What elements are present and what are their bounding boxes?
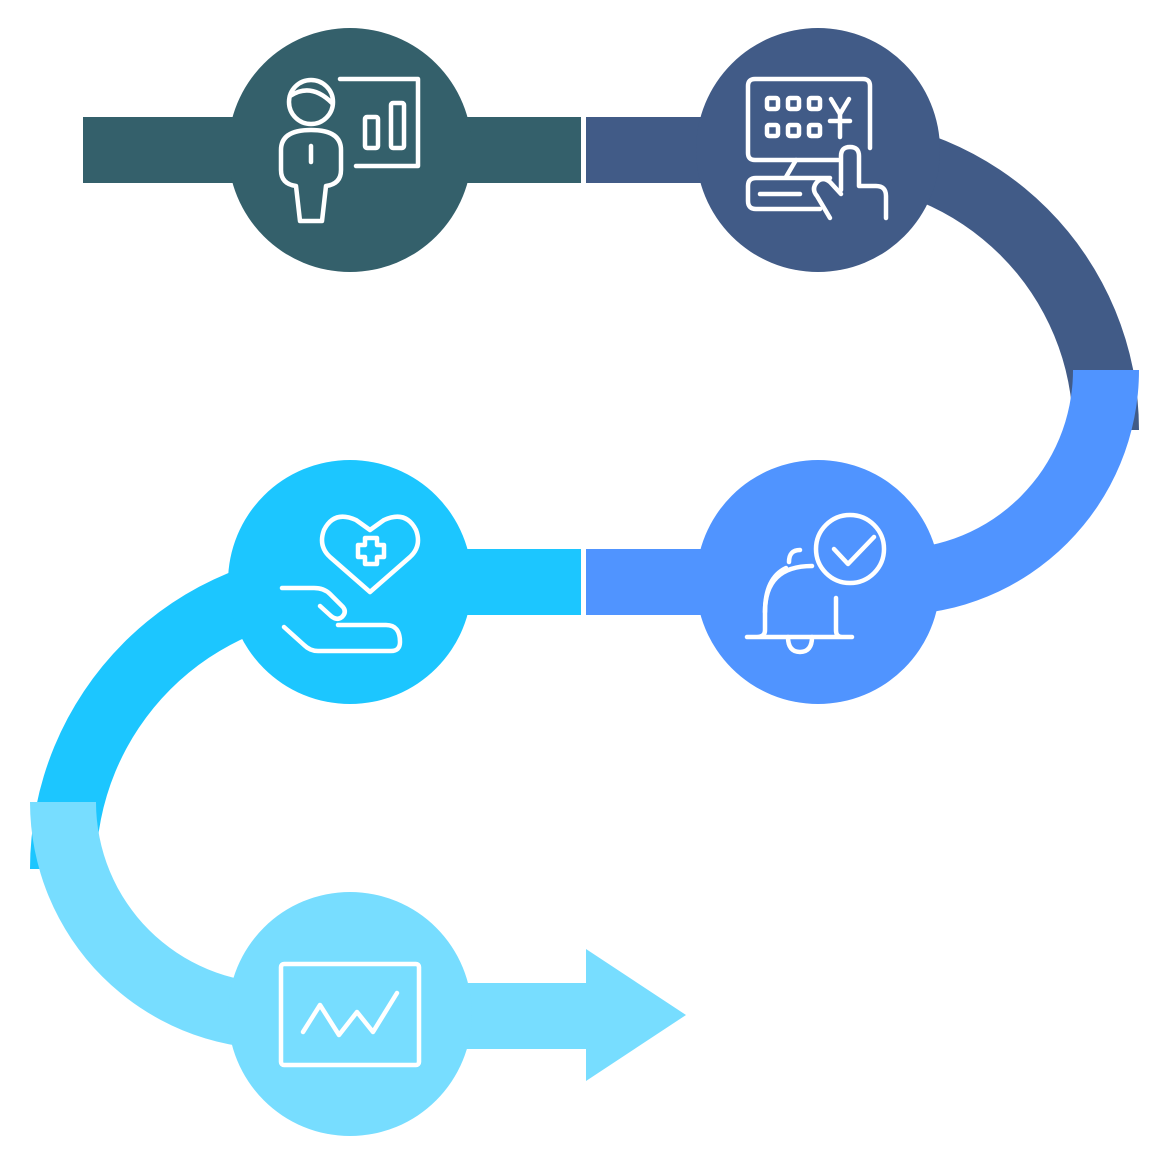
path-segment-2 — [586, 117, 1139, 430]
path-segment-4 — [30, 549, 581, 869]
step-node-3 — [696, 460, 940, 704]
payment-terminal-icon — [745, 76, 889, 221]
monitor-trend-icon — [278, 961, 422, 1068]
step-circle-5 — [228, 892, 472, 1136]
step-node-4 — [228, 460, 472, 704]
presenter-chart-icon — [278, 76, 421, 224]
step-node-2 — [696, 28, 940, 272]
step-nodes — [228, 28, 940, 1136]
step-circle-3 — [696, 460, 940, 704]
step-node-5 — [228, 892, 472, 1136]
path-segment-5 — [30, 802, 686, 1081]
step-circle-4 — [228, 460, 472, 704]
healthcare-hand-heart-icon — [279, 514, 421, 654]
step-circle-2 — [696, 28, 940, 272]
step-node-1 — [228, 28, 472, 272]
step-circle-1 — [228, 28, 472, 272]
notification-bell-check-icon — [744, 512, 887, 655]
path-segments — [30, 117, 1139, 1081]
